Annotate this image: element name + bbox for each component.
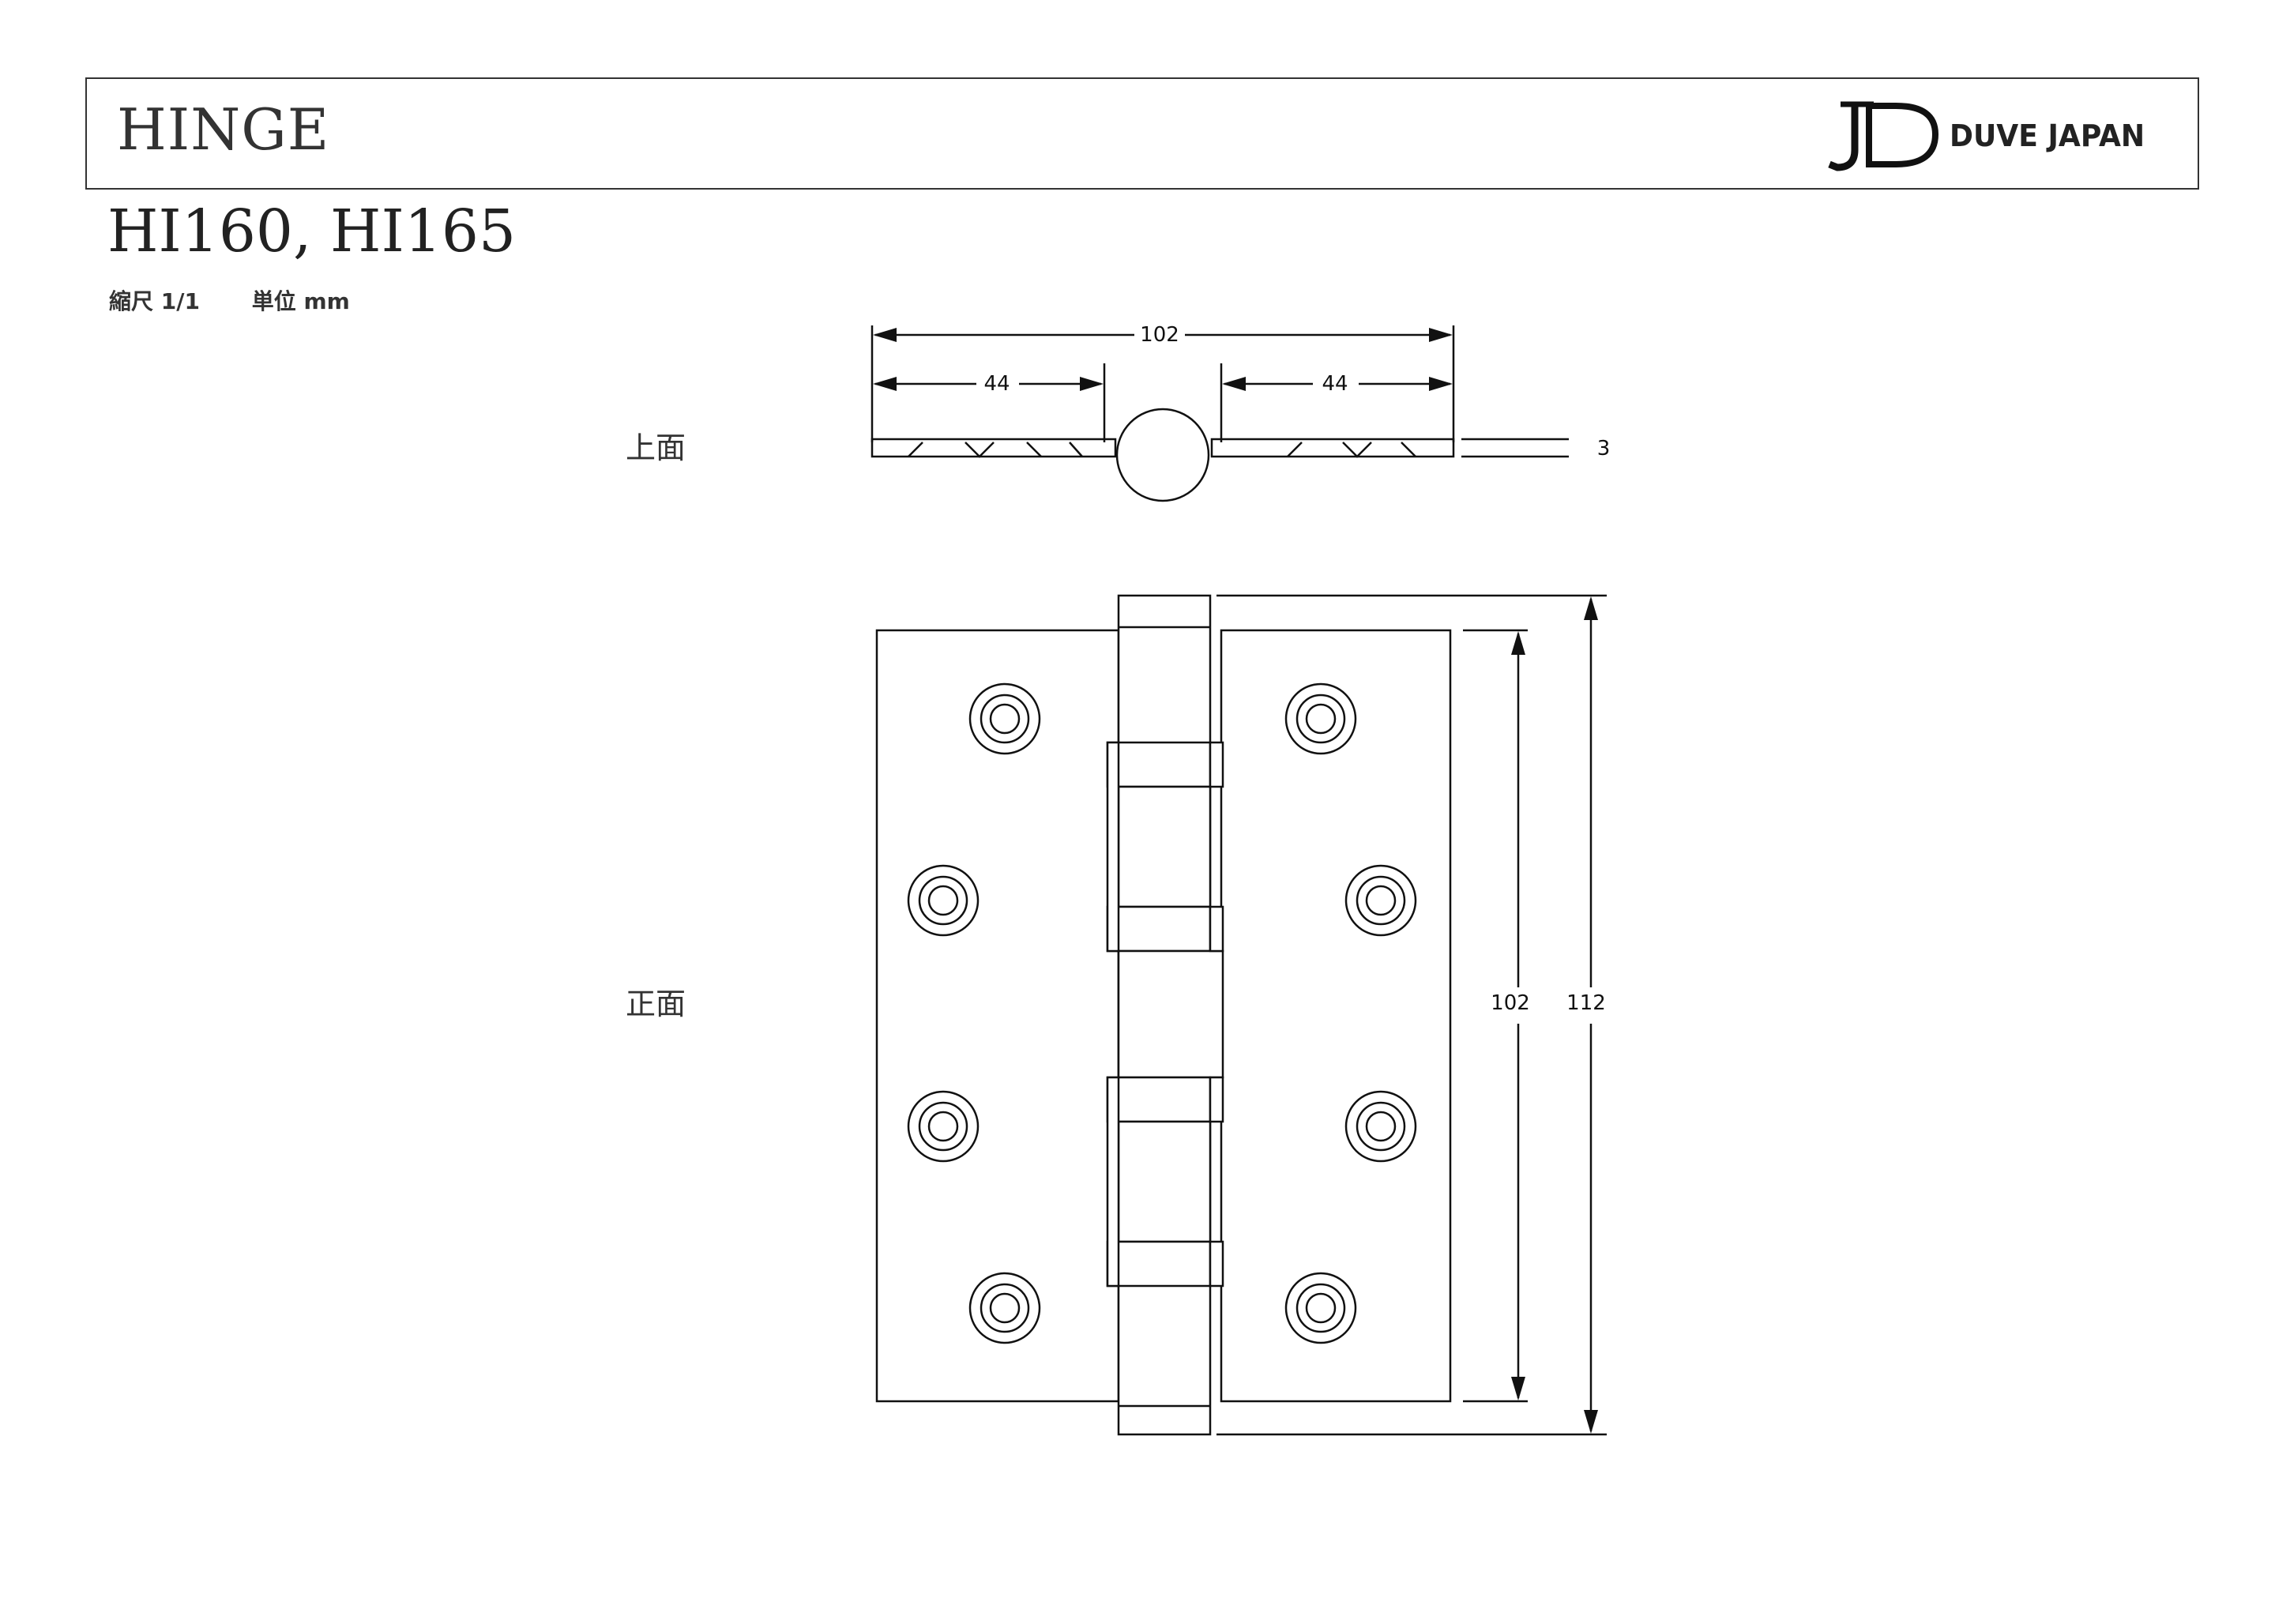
screw-hole-icon: [968, 682, 1041, 755]
screw-hole-icon: [1344, 1090, 1417, 1163]
screw-hole-icon: [1344, 864, 1417, 937]
jd-logo-icon: [1828, 101, 1939, 171]
top-dimension-44-left: [873, 363, 1106, 442]
dim-text-right-leaf: 44: [1322, 372, 1348, 396]
screw-hole-icon: [1284, 1272, 1357, 1344]
dim-text-thickness: 3: [1597, 437, 1611, 461]
top-dimension-102: [871, 325, 1455, 442]
model-number: HI160, HI165: [107, 197, 517, 265]
screw-hole-icon: [907, 864, 980, 937]
dim-text-left-leaf: 44: [983, 372, 1010, 396]
top-view-profile: [871, 408, 1569, 502]
screw-hole-icon: [968, 1272, 1041, 1344]
unit-label: 単位 mm: [251, 288, 350, 314]
hinge-right-leaf: [1220, 629, 1452, 1403]
top-view-label: 上面: [626, 430, 686, 465]
header-box: HINGE DUVE JAPAN: [85, 77, 2199, 190]
screw-holes: [907, 682, 1417, 1344]
front-dimension-112: [1216, 594, 1607, 1436]
header-title: HINGE: [117, 96, 330, 163]
front-view-label: 正面: [626, 987, 686, 1021]
dim-text-leaf-height: 102: [1491, 991, 1530, 1015]
brand-name: DUVE JAPAN: [1950, 118, 2145, 153]
top-dimension-44-right: [1220, 363, 1453, 442]
dim-text-overall: 102: [1140, 323, 1179, 347]
scale-label: 縮尺 1/1: [109, 288, 200, 314]
screw-hole-icon: [1284, 682, 1357, 755]
dim-text-overall-height: 112: [1566, 991, 1606, 1015]
brand-logo: DUVE JAPAN: [1823, 95, 2171, 174]
screw-hole-icon: [907, 1090, 980, 1163]
hinge-knuckles: [1106, 594, 1224, 1436]
front-dimension-102: [1463, 629, 1528, 1403]
scale-info: 縮尺 1/1 単位 mm: [109, 284, 394, 316]
